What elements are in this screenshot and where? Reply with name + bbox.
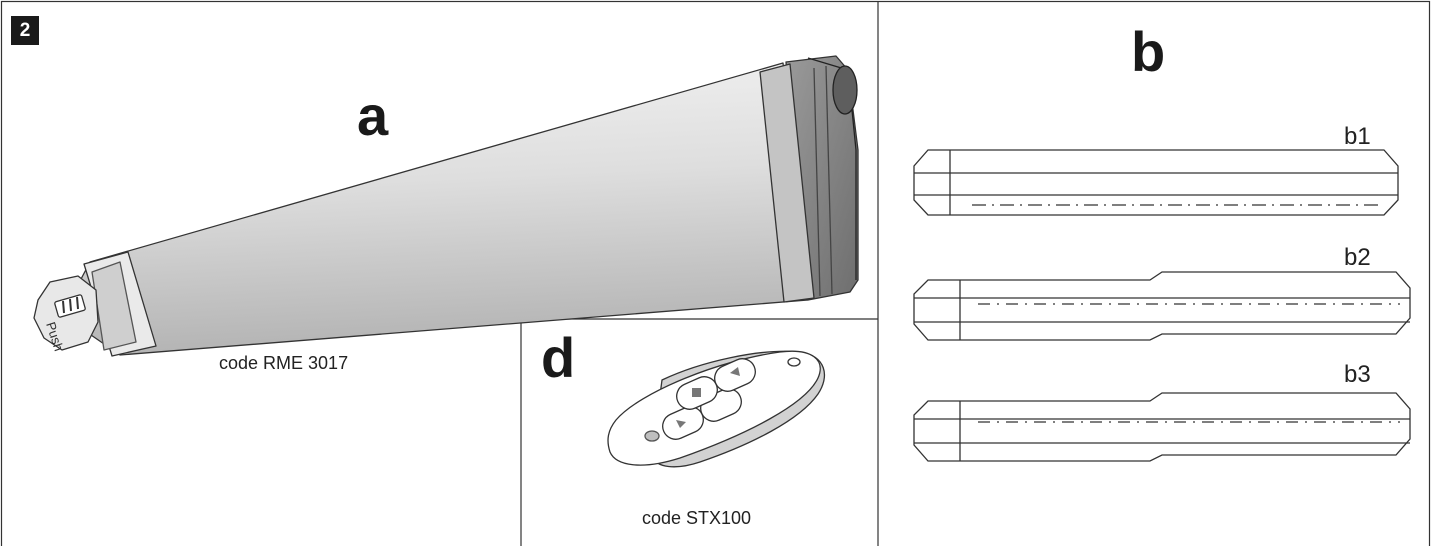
remote-code-caption: code STX100 — [642, 508, 752, 528]
panel-d-letter: d — [541, 326, 576, 389]
shaft-b3 — [913, 392, 1411, 462]
panel-b-letter: b — [1131, 20, 1166, 83]
motor-tube — [61, 62, 809, 356]
shaft-b3-label: b3 — [1344, 361, 1371, 388]
shaft-b2-label: b2 — [1344, 244, 1371, 271]
shaft-b1 — [913, 149, 1399, 216]
motor-code-caption: code RME 3017 — [219, 353, 349, 373]
tubular-motor — [33, 55, 859, 357]
figure-number-badge: 2 — [11, 16, 39, 45]
panel-a-letter: a — [357, 84, 389, 147]
shaft-b1-label: b1 — [1344, 123, 1371, 150]
remote-control — [607, 350, 826, 468]
shaft-b2 — [913, 271, 1411, 341]
